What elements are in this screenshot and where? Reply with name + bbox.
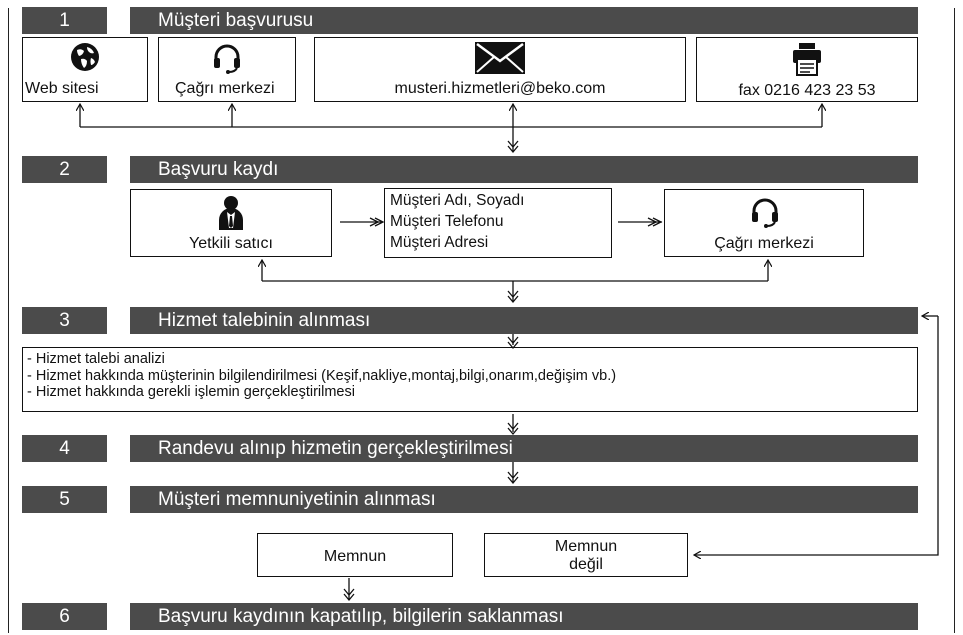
service-item: - Hizmet hakkında müşterinin bilgilendir… [27,367,617,384]
authorized-dealer-box: Yetkili satıcı [130,189,332,257]
call-center-label-1: Çağrı merkezi [175,80,275,97]
web-site-box: Web sitesi [22,37,148,102]
envelope-icon [475,42,525,74]
step-6-title: Başvuru kaydının kapatılıp, bilgilerin s… [130,603,918,630]
step-5-title: Müşteri memnuniyetinin alınması [130,486,918,513]
step-2-number: 2 [22,156,107,183]
email-label: musteri.hizmetleri@beko.com [394,80,606,97]
service-request-details: - Hizmet talebi analizi - Hizmet hakkınd… [22,347,918,412]
step-5-number: 5 [22,486,107,513]
step-4-title: Randevu alınıp hizmetin gerçekleştirilme… [130,435,918,462]
call-center-label-2: Çağrı merkezi [714,235,814,252]
email-box: musteri.hizmetleri@beko.com [314,37,686,102]
headset-icon [214,44,240,74]
not-satisfied-label-2: değil [569,556,603,573]
headset-icon [752,198,778,228]
step-4-number: 4 [22,435,107,462]
step-1-number: 1 [22,7,107,34]
diagram-frame [8,8,955,633]
fax-box: fax 0216 423 23 53 [696,37,918,102]
step-3-title: Hizmet talebinin alınması [130,307,918,334]
step-2-title: Başvuru kaydı [130,156,918,183]
call-center-box-1: Çağrı merkezi [158,37,296,102]
not-satisfied-label-1: Memnun [554,538,618,555]
not-satisfied-box: Memnun değil [484,533,688,577]
fax-icon [793,43,821,76]
customer-address-field: Müşteri Adresi [390,234,489,251]
step-6-number: 6 [22,603,107,630]
service-item: - Hizmet hakkında gerekli işlemin gerçek… [27,384,355,400]
person-icon [219,196,243,230]
call-center-box-2: Çağrı merkezi [664,189,864,257]
customer-info-box: Müşteri Adı, Soyadı Müşteri Telefonu Müş… [384,188,612,258]
satisfied-box: Memnun [257,533,453,577]
service-item: - Hizmet talebi analizi [27,351,165,367]
customer-phone-field: Müşteri Telefonu [390,213,504,230]
web-site-label: Web sitesi [25,80,99,97]
satisfied-label: Memnun [323,548,387,565]
fax-label: fax 0216 423 23 53 [738,82,876,99]
step-1-title: Müşteri başvurusu [130,7,918,34]
authorized-dealer-label: Yetkili satıcı [189,235,273,252]
step-3-number: 3 [22,307,107,334]
globe-icon [71,43,99,71]
customer-name-field: Müşteri Adı, Soyadı [390,192,525,209]
